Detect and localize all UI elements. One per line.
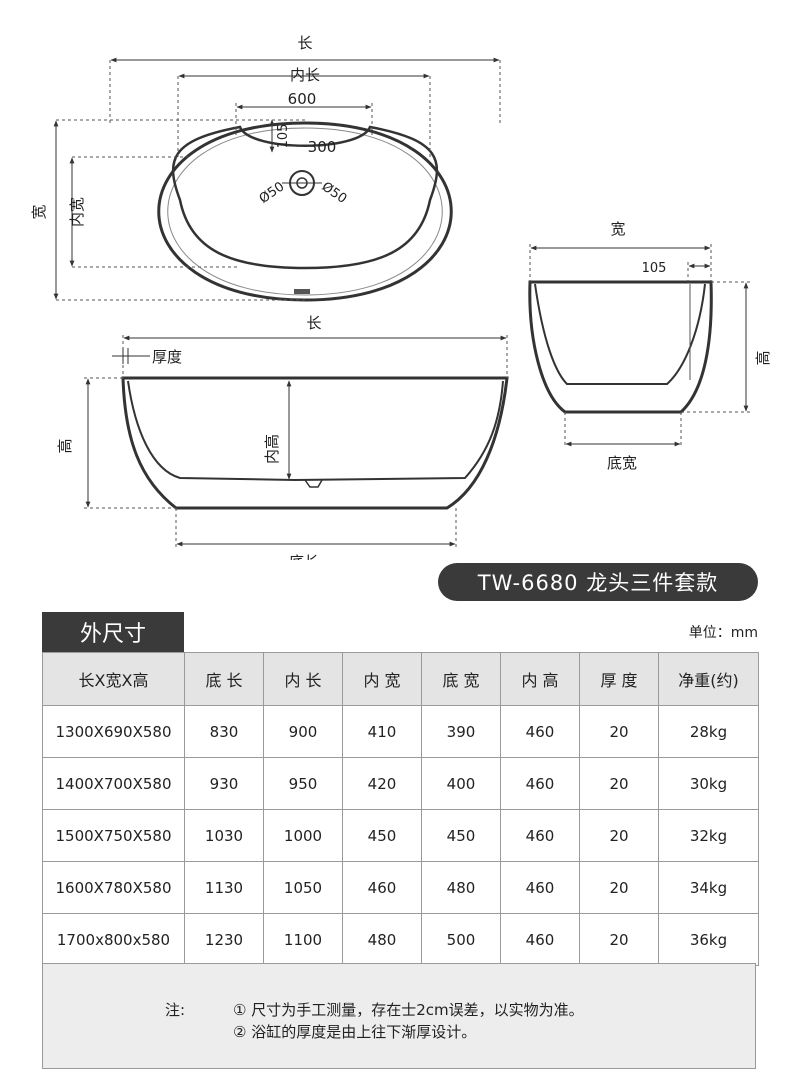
section-title: 外尺寸 [42, 612, 184, 652]
table-cell: 1300X690X580 [42, 705, 185, 758]
end-view: 宽 105 高 底宽 [528, 220, 772, 472]
header-cell: 长X宽X高 [42, 652, 185, 706]
header-cell: 底 宽 [421, 652, 501, 706]
table-cell: 450 [342, 809, 422, 862]
table-row: 1500X750X580 1030 1000 450 450 460 20 32… [42, 809, 759, 862]
side-length-label: 长 [306, 314, 321, 332]
table-cell: 28kg [658, 705, 759, 758]
table-cell: 420 [342, 757, 422, 810]
header-cell: 净重(约) [658, 652, 759, 706]
table-cell: 1500X750X580 [42, 809, 185, 862]
table-cell: 480 [342, 913, 422, 966]
table-cell: 32kg [658, 809, 759, 862]
table-row: 1400X700X580 930 950 420 400 460 20 30kg [42, 757, 759, 810]
table-cell: 20 [579, 861, 659, 914]
side-inner-height-label: 内高 [263, 434, 281, 464]
top-length-label: 长 [297, 34, 312, 52]
table-cell: 410 [342, 705, 422, 758]
end-shell [528, 280, 713, 414]
table-cell: 460 [500, 705, 580, 758]
table-row: 1300X690X580 830 900 410 390 460 20 28kg [42, 705, 759, 758]
end-dim-105: 105 [642, 261, 667, 276]
end-inner [534, 283, 706, 385]
table-cell: 500 [421, 913, 501, 966]
drain-label-right: Ø50 [319, 179, 350, 207]
table-cell: 34kg [658, 861, 759, 914]
header-cell: 内 长 [263, 652, 343, 706]
table-cell: 930 [184, 757, 264, 810]
table-cell: 460 [500, 757, 580, 810]
end-width-label: 宽 [610, 220, 625, 238]
header-cell: 底 长 [184, 652, 264, 706]
table-cell: 1000 [263, 809, 343, 862]
notes-box: 注: ① 尺寸为手工测量，存在士2cm误差，以实物为准。 ② 浴缸的厚度是由上往… [42, 963, 756, 1069]
notes-label: 注: [165, 1001, 186, 1019]
header-cell: 内 高 [500, 652, 580, 706]
table-cell: 30kg [658, 757, 759, 810]
table-cell: 1230 [184, 913, 264, 966]
table-cell: 1050 [263, 861, 343, 914]
dim-600: 600 [288, 90, 317, 108]
side-base-length-label: 底长 [289, 553, 319, 560]
side-view: 内高 长 厚度 高 底长 [56, 314, 509, 560]
end-height-label: 高 [754, 350, 772, 365]
table-cell: 1600X780X580 [42, 861, 185, 914]
model-badge: TW-6680 龙头三件套款 [438, 563, 758, 601]
table-cell: 1400X700X580 [42, 757, 185, 810]
table-cell: 400 [421, 757, 501, 810]
dim-300: 300 [308, 138, 337, 156]
side-thickness-label: 厚度 [152, 348, 182, 366]
tub-inner-rim [167, 127, 443, 296]
unit-label: 单位：mm [688, 625, 758, 641]
table-cell: 460 [500, 809, 580, 862]
tub-basin [171, 125, 439, 270]
dimension-drawings: 长 内长 600 105 300 Ø50 Ø50 宽 内宽 [30, 34, 772, 560]
side-shell [121, 376, 509, 510]
note-line-1: ① 尺寸为手工测量，存在士2cm误差，以实物为准。 [233, 1001, 584, 1019]
table-cell: 480 [421, 861, 501, 914]
table-cell: 390 [421, 705, 501, 758]
tub-outer-rim [157, 121, 453, 302]
table-row: 1700x800x580 1230 1100 480 500 460 20 36… [42, 913, 759, 966]
table-cell: 830 [184, 705, 264, 758]
side-inner-floor [127, 380, 504, 482]
table-row: 1600X780X580 1130 1050 460 480 460 20 34… [42, 861, 759, 914]
table-cell: 20 [579, 809, 659, 862]
table-cell: 1700x800x580 [42, 913, 185, 966]
note-line-2: ② 浴缸的厚度是由上往下渐厚设计。 [233, 1023, 477, 1041]
table-cell: 20 [579, 913, 659, 966]
spec-table: 长X宽X高 底 长 内 长 内 宽 底 宽 内 高 厚 度 净重(约) 1300… [42, 652, 759, 966]
table-cell: 460 [500, 913, 580, 966]
table-cell: 950 [263, 757, 343, 810]
top-width-label: 宽 [30, 204, 48, 219]
top-view: 长 内长 600 105 300 Ø50 Ø50 宽 内宽 [30, 34, 501, 302]
dim-105: 105 [276, 124, 291, 149]
side-height-label: 高 [56, 438, 74, 453]
top-inner-width-label: 内宽 [68, 197, 86, 227]
table-cell: 36kg [658, 913, 759, 966]
table-cell: 460 [342, 861, 422, 914]
table-cell: 450 [421, 809, 501, 862]
table-cell: 20 [579, 757, 659, 810]
table-cell: 20 [579, 705, 659, 758]
top-inner-length-label: 内长 [290, 66, 320, 84]
header-cell: 内 宽 [342, 652, 422, 706]
header-cell: 厚 度 [579, 652, 659, 706]
overflow-slot [294, 289, 310, 294]
end-base-width-label: 底宽 [607, 454, 637, 472]
table-cell: 460 [500, 861, 580, 914]
table-cell: 1130 [184, 861, 264, 914]
table-cell: 900 [263, 705, 343, 758]
table-cell: 1100 [263, 913, 343, 966]
table-cell: 1030 [184, 809, 264, 862]
table-header-row: 长X宽X高 底 长 内 长 内 宽 底 宽 内 高 厚 度 净重(约) [42, 652, 759, 706]
